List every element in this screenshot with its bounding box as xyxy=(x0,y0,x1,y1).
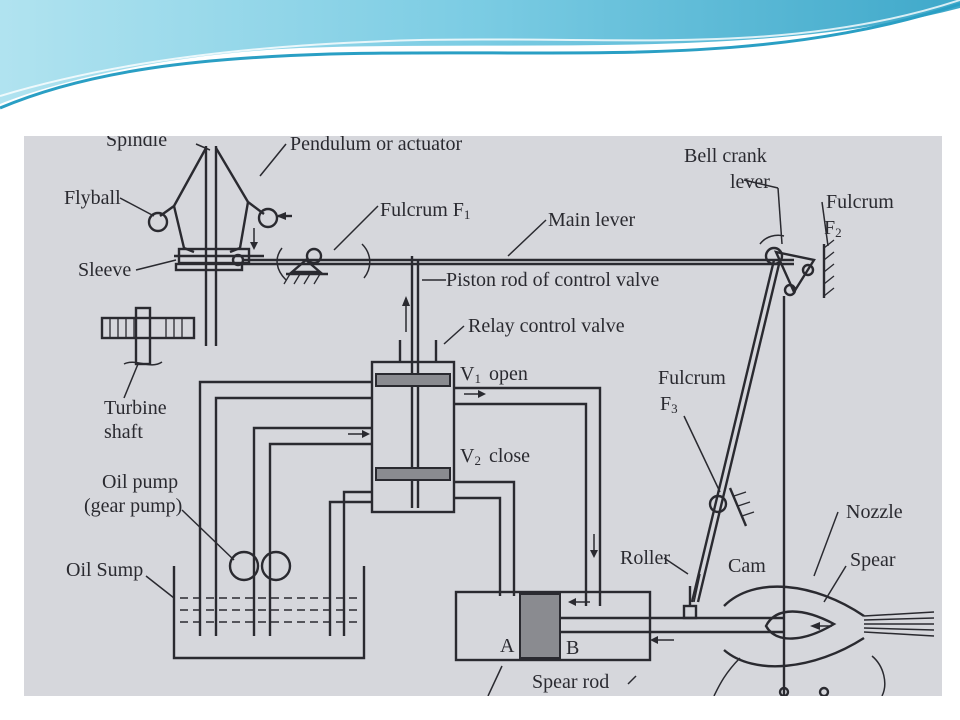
label-turbine-1: Turbine xyxy=(104,397,167,419)
label-flyball: Flyball xyxy=(64,187,121,209)
leader-lines xyxy=(119,143,847,696)
governor-schematic: Spindle Pendulum or actuator Flyball Sle… xyxy=(24,136,942,696)
header-wave-band xyxy=(0,0,960,104)
label-chamber-b: B xyxy=(566,637,579,659)
oil-piping xyxy=(198,380,602,636)
label-oil-pump-1: Oil pump xyxy=(102,471,178,493)
nozzle-upper xyxy=(723,585,865,617)
label-spindle: Spindle xyxy=(106,136,167,151)
valve-body xyxy=(370,360,456,514)
label-roller: Roller xyxy=(620,547,670,569)
relay-control-valve xyxy=(370,256,456,514)
fulcrum-f1 xyxy=(288,258,324,274)
label-fulcrum-f2: Fulcrum xyxy=(826,191,894,213)
label-oil-sump: Oil Sump xyxy=(66,559,143,581)
label-chamber-a: A xyxy=(500,635,515,657)
flyball-governor xyxy=(100,146,292,366)
label-bell-crank-1: Bell crank xyxy=(684,145,767,167)
sleeve-lower xyxy=(174,262,244,272)
label-piston-rod: Piston rod of control valve xyxy=(446,269,659,291)
main-lever-assembly xyxy=(242,234,835,696)
nozzle-spear xyxy=(713,585,935,696)
header-wave-line-light xyxy=(0,0,960,97)
header-wave-line xyxy=(0,2,960,110)
label-fulcrum-f2-letter: F2 xyxy=(824,217,842,240)
valve-disc-v1 xyxy=(375,373,451,387)
label-bell-crank-2: lever xyxy=(730,171,770,193)
label-spear-rod: Spear rod xyxy=(532,671,609,693)
slide-header-wave xyxy=(0,0,960,110)
servo-piston xyxy=(519,593,561,659)
bell-crank-link xyxy=(690,259,776,603)
label-relay-valve: Relay control valve xyxy=(468,315,625,337)
flyball-right xyxy=(257,207,279,229)
bell-crank-lever xyxy=(773,250,816,295)
label-fulcrum-f3: Fulcrum xyxy=(658,367,726,389)
label-fulcrum-f3-letter: F3 xyxy=(660,393,678,416)
label-nozzle: Nozzle xyxy=(846,501,903,523)
label-fulcrum-f1: Fulcrum F1 xyxy=(380,199,470,222)
turbine-gear xyxy=(100,316,196,340)
label-sleeve: Sleeve xyxy=(78,259,131,281)
label-oil-pump-2: (gear pump) xyxy=(84,495,182,517)
oil-pump xyxy=(228,550,292,582)
servo-cylinder-body xyxy=(454,590,652,662)
nozzle-lower xyxy=(723,636,865,668)
label-spear: Spear xyxy=(850,549,896,571)
servo-cylinder xyxy=(454,586,784,662)
label-main-lever: Main lever xyxy=(548,209,636,231)
label-turbine-2: shaft xyxy=(104,421,143,443)
oil-sump xyxy=(172,566,366,660)
label-cam: Cam xyxy=(728,555,766,577)
diagram-labels: Spindle Pendulum or actuator Flyball Sle… xyxy=(64,136,903,693)
spear xyxy=(764,610,837,640)
governor-diagram-photo: Spindle Pendulum or actuator Flyball Sle… xyxy=(24,136,942,696)
flyball-left xyxy=(147,211,169,233)
valve-disc-v2 xyxy=(375,467,451,481)
label-pendulum: Pendulum or actuator xyxy=(290,136,463,155)
fulcrum-f3 xyxy=(708,494,728,514)
